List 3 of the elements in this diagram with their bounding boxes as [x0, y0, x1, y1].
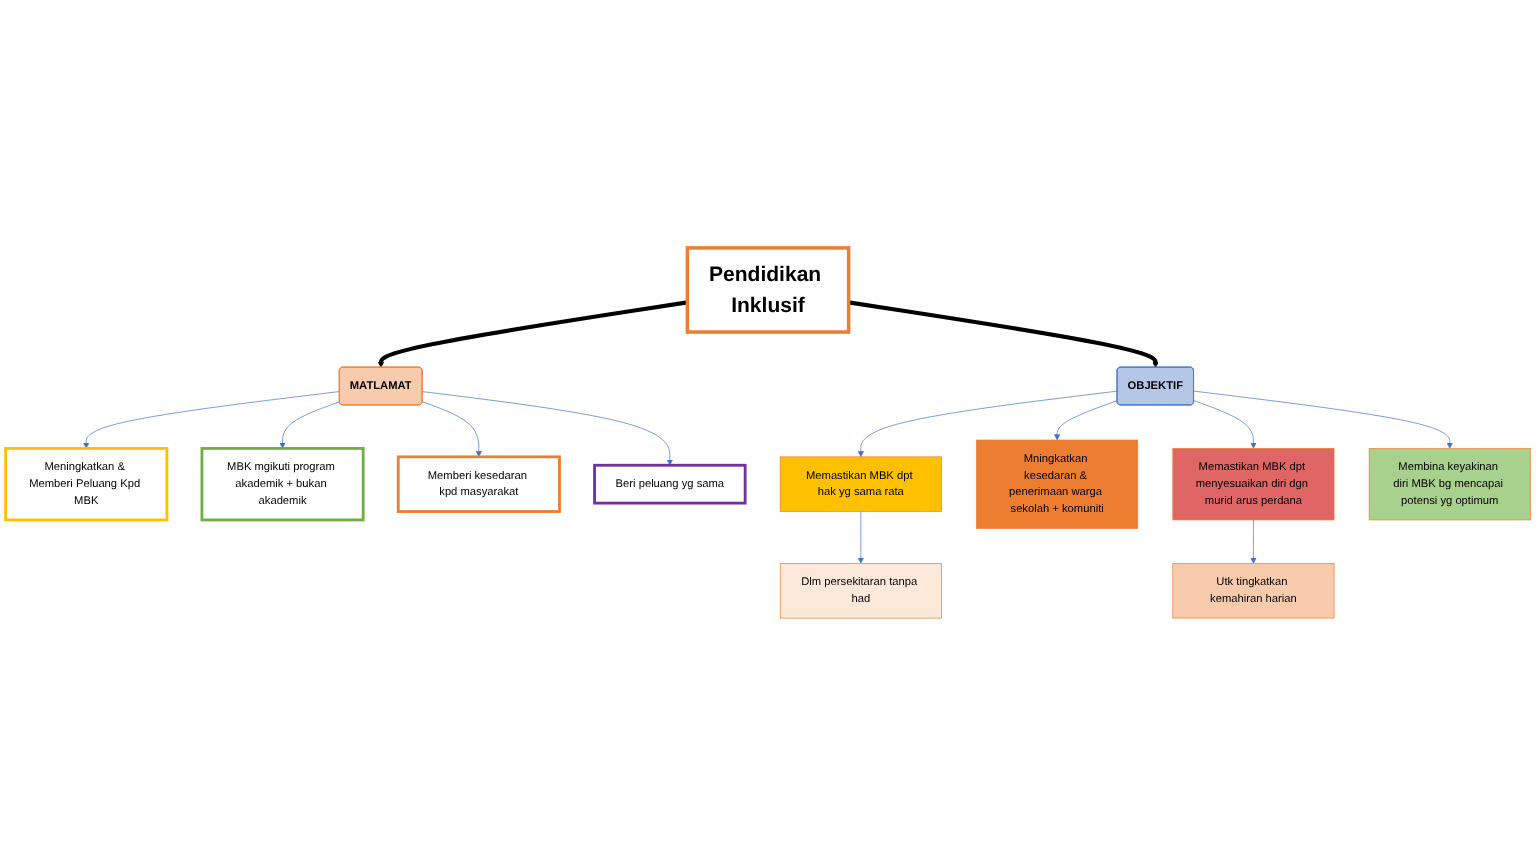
arrow	[848, 300, 1159, 368]
node-box: Pendidikan Inklusif	[685, 246, 851, 334]
arrow	[377, 300, 688, 368]
